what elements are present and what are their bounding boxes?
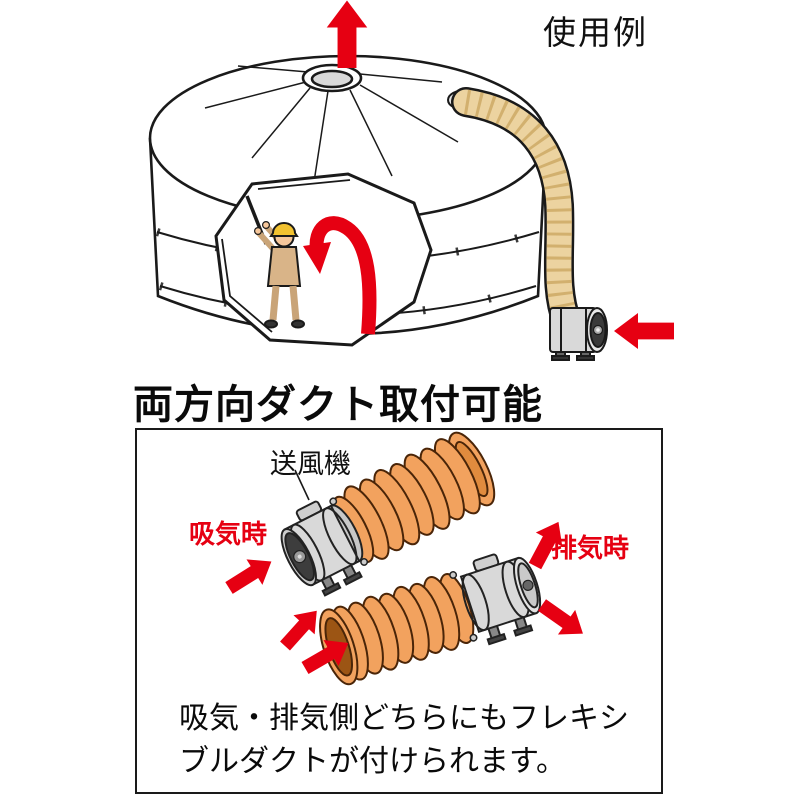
duct-clamp-bolt: [360, 558, 369, 566]
duct-clamp-bolt: [449, 571, 458, 579]
dome-crease-lines: [204, 65, 459, 183]
flexible-duct-orange-right: [319, 573, 475, 686]
duct-clamp-bolt: [329, 497, 338, 506]
intake-label: 吸気時: [189, 519, 268, 549]
intake-arrow-1: [221, 548, 280, 601]
caption: 吸気・排気側どちらにもフレキシ ブルダクトが付けられます。: [179, 698, 629, 783]
airflow-uturn-arrow: [303, 216, 377, 335]
caption-line-2: ブルダクトが付けられます。: [179, 744, 566, 778]
exhaust-label: 排気時: [551, 533, 630, 563]
blower-with-duct-exhaust: [319, 553, 542, 686]
duct-direction-illustration: [221, 431, 592, 686]
tank-vent-hole: [301, 63, 363, 93]
tank-scene-illustration: [148, 0, 674, 361]
caption-line-1: 吸気・排気側どちらにもフレキシ: [179, 702, 629, 735]
airflow-into-fan-arrow: [614, 313, 674, 349]
blower-leader-line: [294, 469, 310, 501]
feature-box: 送風機 吸気時 排気時 吸気・排気側どちらにもフレキシ ブルダクトが付けられます…: [135, 428, 663, 794]
blower-fan-top: [549, 307, 608, 361]
blower-fan-body-left: [280, 500, 364, 597]
blower-label: 送風機: [270, 449, 351, 479]
hard-hat-icon: [269, 222, 299, 237]
usage-example-label: 使用例: [543, 14, 648, 51]
blower-with-duct-intake: [280, 431, 496, 597]
blower-fan-body-right: [459, 553, 542, 646]
flexible-duct-hose: [447, 87, 582, 337]
feature-heading: 両方向ダクト取付可能: [133, 383, 543, 427]
worker-figure: [245, 195, 305, 329]
duct-clamp-bolt: [469, 633, 478, 642]
exhaust-arrow-down: [533, 592, 592, 646]
